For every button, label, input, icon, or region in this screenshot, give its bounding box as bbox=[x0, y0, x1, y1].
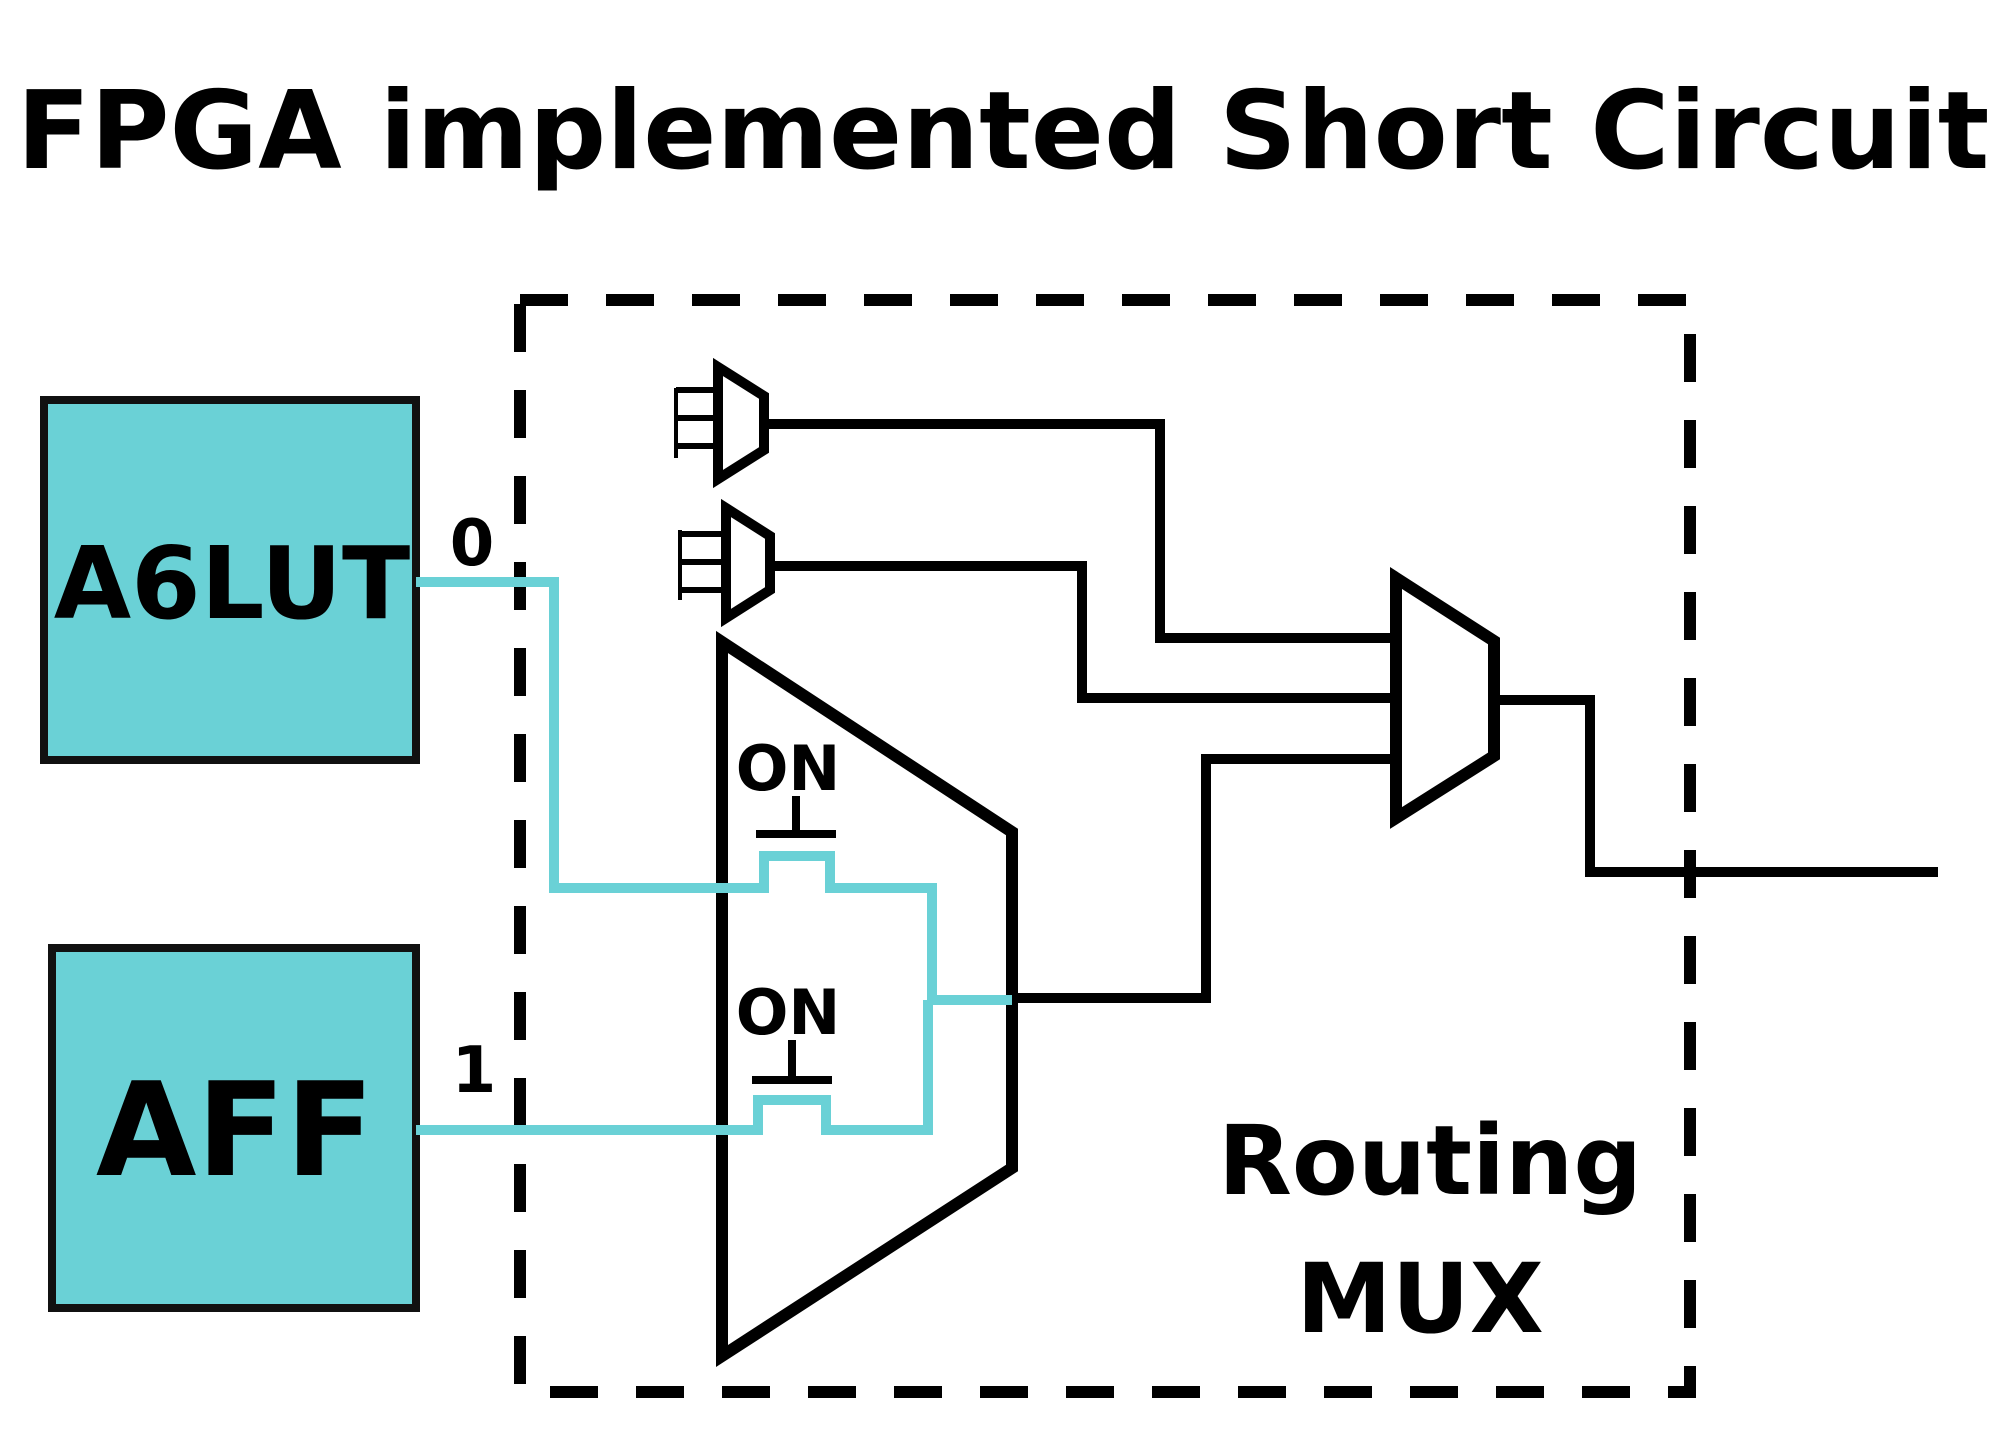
routing-mux-shape bbox=[716, 630, 1018, 1368]
a6lut-block bbox=[40, 396, 420, 764]
switch-label-bottom: ON bbox=[736, 976, 841, 1049]
small-mux-1 bbox=[674, 357, 769, 489]
routing-mux-label-line2: MUX bbox=[1296, 1243, 1544, 1355]
switch-label-top: ON bbox=[736, 732, 841, 805]
output-mux-shape bbox=[1390, 567, 1500, 829]
diagram-title: FPGA implemented Short Circuit bbox=[17, 69, 1990, 194]
aff-block bbox=[48, 944, 420, 1312]
aff-label: AFF bbox=[96, 1054, 374, 1206]
black-wires bbox=[764, 419, 1938, 1003]
routing-mux-label-line1: Routing bbox=[1218, 1105, 1642, 1217]
pin-label-1: 1 bbox=[452, 1034, 497, 1108]
a6lut-label: A6LUT bbox=[54, 525, 411, 642]
pin-label-0: 0 bbox=[450, 507, 495, 581]
routing-region-boundary bbox=[514, 294, 1696, 1398]
signal-wires bbox=[416, 577, 1012, 1135]
transistor-gates bbox=[752, 796, 836, 1084]
small-mux-2 bbox=[678, 498, 775, 628]
